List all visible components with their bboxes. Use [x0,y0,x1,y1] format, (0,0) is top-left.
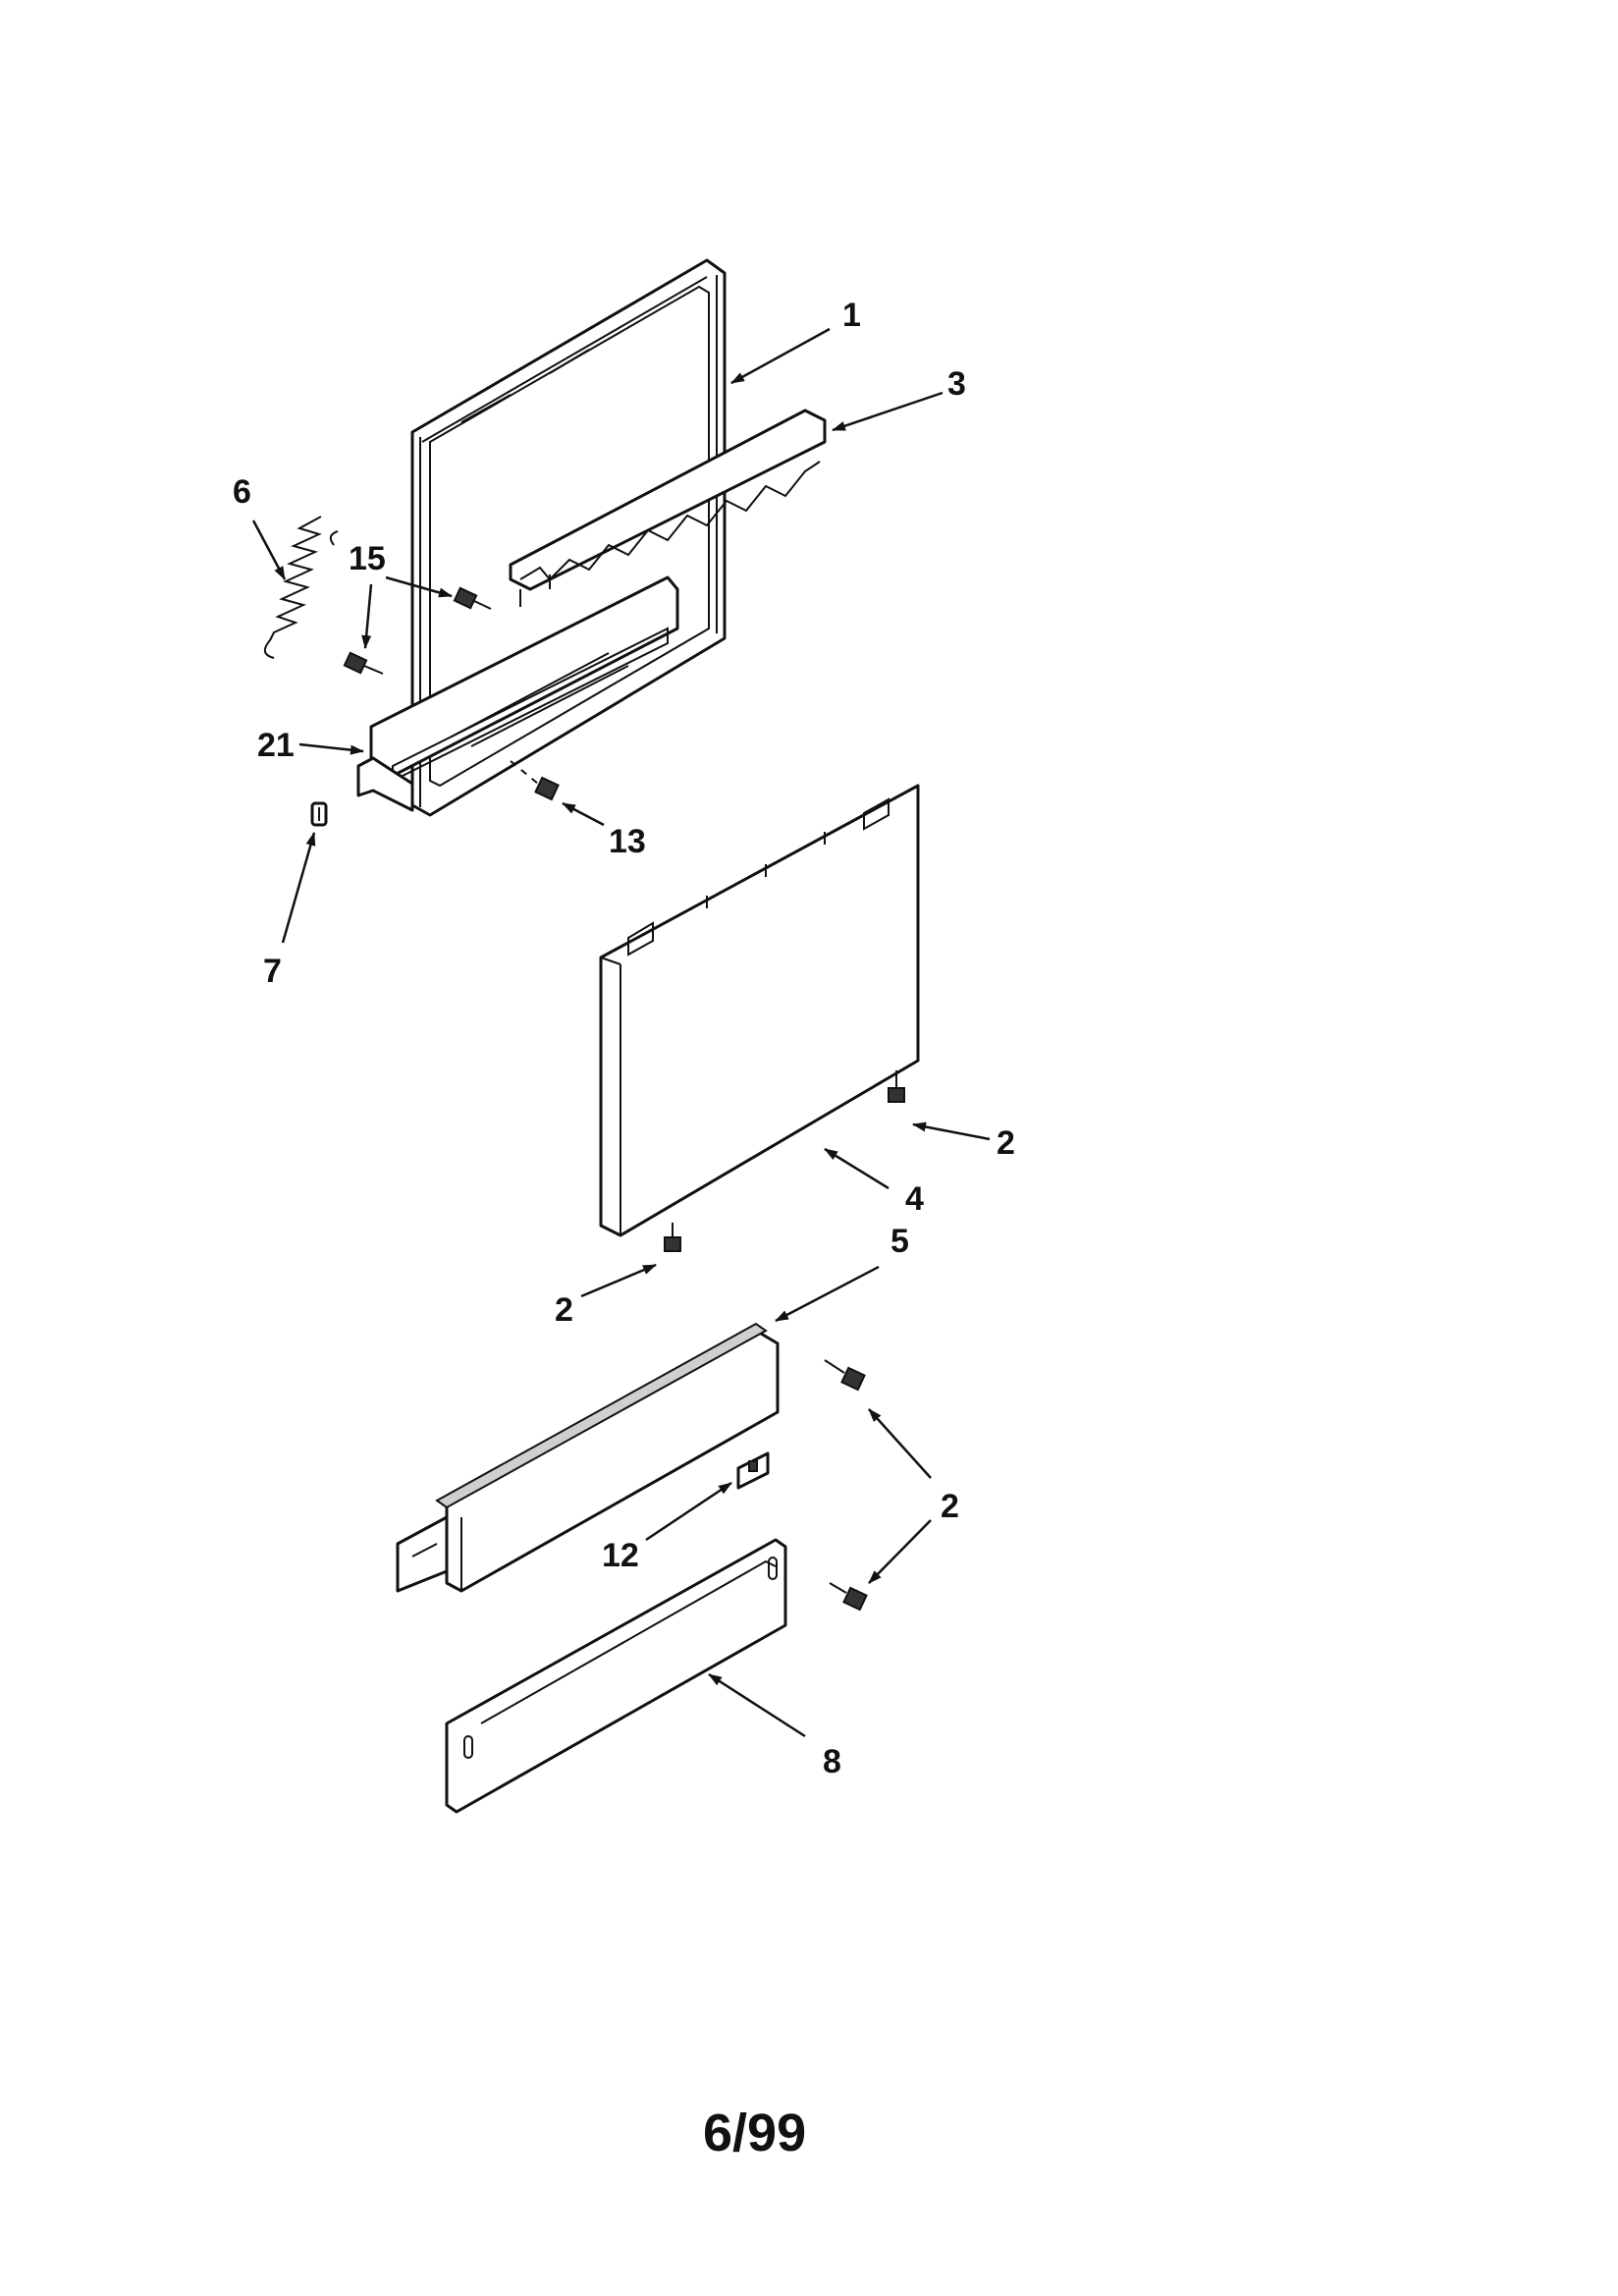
callout-8: 8 [823,1743,841,1780]
clip [310,801,328,827]
leader-15-a [385,575,453,598]
leader-12 [645,1481,732,1542]
callout-13: 13 [609,823,646,860]
leader-2-upper [868,1408,932,1479]
callout-2-left: 2 [555,1291,573,1329]
outer-door-panel [599,784,920,1237]
leader-7 [281,832,316,944]
screw-15-upper [453,586,492,610]
callout-21: 21 [257,727,295,764]
callout-7: 7 [263,953,282,990]
leader-2-lower [868,1519,932,1584]
leader-3 [832,391,944,432]
hinge-screw-left [664,1223,681,1252]
leader-13 [562,801,605,827]
revision-date: 6/99 [703,2104,806,2162]
callout-1: 1 [842,297,861,334]
callout-12: 12 [602,1537,639,1574]
screw-13 [510,760,560,801]
leader-8 [708,1672,806,1738]
leader-1 [730,327,831,385]
door-spring [263,516,339,659]
leader-4 [824,1147,890,1190]
access-panel-trim [396,1322,780,1593]
callout-6: 6 [233,473,251,511]
callout-4: 4 [905,1180,924,1218]
leader-lines [251,327,991,1738]
screw-15-lower [343,651,384,675]
callout-15: 15 [349,540,386,577]
hinge-screw-right [888,1070,905,1103]
leader-2-left [580,1263,657,1298]
leader-15-b [361,583,373,649]
leader-5 [775,1265,880,1323]
toe-kick [445,1538,787,1814]
callout-5: 5 [890,1223,909,1260]
lower-bracket [356,575,679,812]
panel-screw-upper [824,1359,866,1392]
callout-labels: 1 3 6 15 21 13 7 2 4 5 2 2 12 8 [233,297,1015,1780]
leader-21 [298,742,364,755]
leader-6 [251,519,287,580]
panel-screw-lower [829,1582,868,1612]
callout-3: 3 [947,365,966,403]
leader-2-right [912,1121,991,1141]
retainer [736,1451,770,1490]
rack-guide [509,409,827,607]
callout-2-right: 2 [997,1124,1015,1162]
callout-2-stack: 2 [941,1488,959,1525]
